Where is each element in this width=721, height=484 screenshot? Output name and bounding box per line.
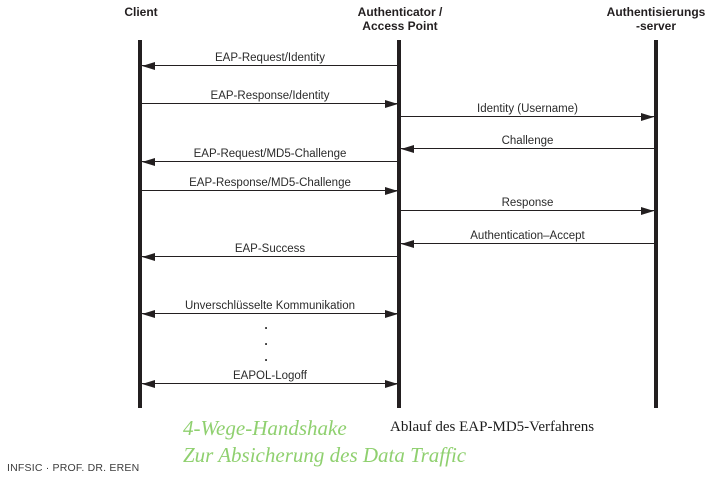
arrowhead-left-icon <box>401 144 414 153</box>
arrowhead-left-icon <box>142 309 155 318</box>
arrow-line <box>142 102 398 104</box>
message-response: Response <box>401 195 654 215</box>
actor-authenticator-line2: Access Point <box>362 19 438 33</box>
arrowhead-right-icon <box>641 206 654 215</box>
overlay-text-line2: Zur Absicherung des Data Traffic <box>183 443 467 467</box>
arrowhead-left-icon <box>142 61 155 70</box>
diagram-caption: Ablauf des EAP-MD5-Verfahrens <box>390 419 595 435</box>
message-label: Unverschlüsselte Kommunikation <box>184 299 356 312</box>
message-eap-response-identity: EAP-Response/Identity <box>142 88 398 108</box>
arrowhead-left-icon <box>142 379 155 388</box>
arrowhead-left-icon <box>401 239 414 248</box>
arrow-line <box>142 312 398 314</box>
auth-server-lifeline <box>654 40 658 408</box>
message-label: Response <box>501 196 554 209</box>
message-label: EAP-Response/Identity <box>210 89 330 102</box>
arrowhead-left-icon <box>142 252 155 261</box>
message-label: EAP-Request/MD5-Challenge <box>193 147 347 160</box>
arrowhead-left-icon <box>142 157 155 166</box>
arrow-line <box>142 189 398 191</box>
message-eap-success: EAP-Success <box>142 241 398 261</box>
footer-credit: INFSIC · PROF. DR. EREN <box>7 462 140 474</box>
arrow-line <box>142 64 398 66</box>
arrowhead-right-icon <box>385 309 398 318</box>
arrowhead-right-icon <box>385 99 398 108</box>
message-unverschluesselte-kommunikation: Unverschlüsselte Kommunikation <box>142 298 398 318</box>
message-label: EAP-Success <box>234 242 306 255</box>
actor-authenticator-line1: Authenticator / <box>357 5 443 19</box>
ellipsis-dot: . <box>264 349 268 364</box>
actor-server-line1: Authentisierungs <box>606 5 706 19</box>
actor-client-line1: Client <box>124 5 158 19</box>
message-label: Challenge <box>501 134 554 147</box>
message-label: Authentication–Accept <box>470 229 585 242</box>
message-challenge: Challenge <box>401 133 654 153</box>
arrow-line <box>401 242 654 244</box>
actor-label-auth-server: Authentisierungs -server <box>607 5 706 33</box>
message-label: Identity (Username) <box>477 102 578 115</box>
authenticator-lifeline <box>397 40 401 408</box>
message-eap-request-md5-challenge: EAP-Request/MD5-Challenge <box>142 146 398 166</box>
arrow-line <box>142 382 398 384</box>
arrow-line <box>142 160 398 162</box>
arrow-line <box>401 147 654 149</box>
message-identity-username: Identity (Username) <box>401 101 654 121</box>
message-authentication-accept: Authentication–Accept <box>401 228 654 248</box>
arrow-line <box>142 255 398 257</box>
overlay-text-line1: 4-Wege-Handshake <box>183 416 347 440</box>
message-eap-request-identity: EAP-Request/Identity <box>142 50 398 70</box>
ellipsis-dot: . <box>264 317 268 332</box>
message-eapol-logoff: EAPOL-Logoff <box>142 368 398 388</box>
message-label: EAP-Response/MD5-Challenge <box>189 176 351 189</box>
actor-label-authenticator: Authenticator / Access Point <box>358 5 443 33</box>
message-eap-response-md5-challenge: EAP-Response/MD5-Challenge <box>142 175 398 195</box>
client-lifeline <box>138 40 142 408</box>
arrow-line <box>401 209 654 211</box>
message-label: EAPOL-Logoff <box>233 369 307 382</box>
arrowhead-right-icon <box>385 379 398 388</box>
actor-server-line2: -server <box>635 19 677 33</box>
arrowhead-right-icon <box>385 186 398 195</box>
arrow-line <box>401 115 654 117</box>
arrowhead-right-icon <box>641 112 654 121</box>
actor-label-client: Client <box>124 5 157 19</box>
message-label: EAP-Request/Identity <box>215 51 325 64</box>
ellipsis-dot: . <box>264 333 268 348</box>
